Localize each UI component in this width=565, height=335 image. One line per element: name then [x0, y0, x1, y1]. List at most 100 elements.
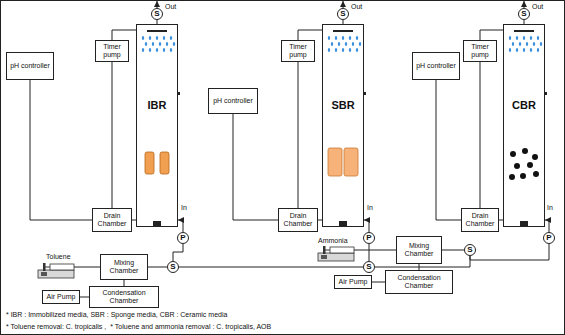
flow-label: In: [367, 204, 373, 212]
valve-circle: P: [363, 232, 375, 244]
process-box: Mixing Chamber: [100, 254, 148, 280]
flow-label: Out: [351, 3, 362, 11]
water-droplet: [509, 48, 511, 52]
reactor-column: SBR: [322, 24, 364, 227]
pump-panel: [321, 255, 327, 259]
process-box: pH controller: [6, 52, 54, 80]
process-box: Condensation Chamber: [89, 286, 159, 308]
node-text: Drain Chamber: [281, 212, 315, 228]
pipe-line: [112, 30, 136, 40]
water-droplet: [342, 36, 344, 40]
water-droplet: [519, 42, 521, 46]
water-droplet: [166, 42, 168, 46]
node-text: IBR: [148, 99, 167, 112]
water-droplet: [152, 42, 154, 46]
water-droplet: [142, 48, 144, 52]
flow-label: In: [547, 204, 553, 212]
valve-circle: S: [464, 244, 476, 256]
pipe-line: [179, 267, 363, 268]
reactor-column: IBR: [136, 24, 178, 227]
process-box: Drain Chamber: [278, 208, 318, 232]
pipe-line: [369, 244, 370, 261]
valve-circle: P: [177, 232, 189, 244]
spray-bar: [147, 30, 167, 32]
syringe-pump-base: [318, 253, 354, 261]
plunger-knob: [43, 263, 46, 271]
water-droplet: [533, 42, 535, 46]
valve-circle: P: [543, 232, 555, 244]
sponge-media: [344, 148, 358, 176]
process-box: pH controller: [412, 52, 460, 80]
water-droplet: [156, 36, 158, 40]
node-text: CBR: [512, 99, 536, 112]
note-text: * Toluene removal: C. tropicalis ,: [6, 323, 106, 331]
process-box: Condensation Chamber: [385, 270, 453, 294]
node-text: Timer pump: [466, 43, 494, 59]
syringe-barrel: [330, 247, 354, 253]
process-box: Drain Chamber: [461, 208, 499, 232]
chemical-label: Toluene: [46, 253, 71, 261]
feed-tube: [74, 267, 100, 268]
water-droplet: [342, 48, 344, 52]
syringe-barrel: [50, 264, 74, 270]
node-text: pH controller: [213, 97, 253, 105]
water-droplet: [537, 36, 539, 40]
process-box: pH controller: [208, 88, 258, 114]
water-droplet: [163, 36, 165, 40]
pipe-line: [298, 62, 299, 208]
syringe-plunger: [325, 250, 330, 251]
reactor-column: CBR: [503, 24, 545, 227]
pipe-line: [178, 220, 183, 232]
water-droplet: [516, 36, 518, 40]
node-text: Mixing Chamber: [399, 242, 439, 258]
flow-label: Out: [532, 3, 543, 11]
water-droplet: [335, 36, 337, 40]
syringe-pump-base: [38, 270, 74, 278]
node-text: Air Pump: [47, 293, 76, 301]
valve-circle: S: [363, 261, 375, 273]
water-droplet: [356, 36, 358, 40]
outlet-arrow: [524, 1, 525, 8]
pipe-line: [80, 297, 89, 298]
node-text: S: [170, 263, 175, 271]
water-droplet: [170, 36, 172, 40]
pipe-line: [372, 282, 385, 283]
node-text: S: [467, 246, 472, 254]
node-text: P: [366, 234, 371, 242]
water-droplet: [331, 42, 333, 46]
syringe-plunger: [45, 267, 50, 268]
water-droplet: [349, 36, 351, 40]
pipe-line: [148, 267, 167, 268]
valve-circle: S: [337, 8, 349, 20]
node-text: Condensation Chamber: [92, 289, 156, 305]
node-text: P: [180, 234, 185, 242]
valve-circle: S: [518, 8, 530, 20]
ceramic-media: [514, 163, 520, 169]
water-droplet: [338, 42, 340, 46]
pipe-line: [233, 114, 278, 220]
pipe-line: [112, 62, 113, 208]
water-droplet: [526, 42, 528, 46]
process-box: Mixing Chamber: [396, 236, 442, 264]
outlet-arrow: [343, 1, 344, 8]
water-droplet: [335, 48, 337, 52]
pipe-line: [480, 30, 503, 40]
valve-circle: S: [167, 261, 179, 273]
reactor-internals: [142, 1, 547, 227]
node-text: P: [546, 234, 551, 242]
pipe-line: [30, 80, 92, 220]
water-droplet: [145, 42, 147, 46]
water-droplet: [537, 48, 539, 52]
water-droplet: [328, 36, 330, 40]
node-text: Drain Chamber: [464, 212, 496, 228]
spray-bar: [333, 30, 353, 32]
node-text: pH controller: [10, 62, 50, 70]
node-text: S: [154, 10, 159, 18]
water-droplet: [328, 48, 330, 52]
pump-panel: [41, 272, 47, 276]
water-droplet: [159, 42, 161, 46]
note-text: * Toluene and ammonia removal : C. tropi…: [110, 323, 271, 331]
process-box: Air Pump: [42, 290, 80, 304]
node-text: Mixing Chamber: [103, 259, 145, 275]
ceramic-media: [509, 174, 515, 180]
